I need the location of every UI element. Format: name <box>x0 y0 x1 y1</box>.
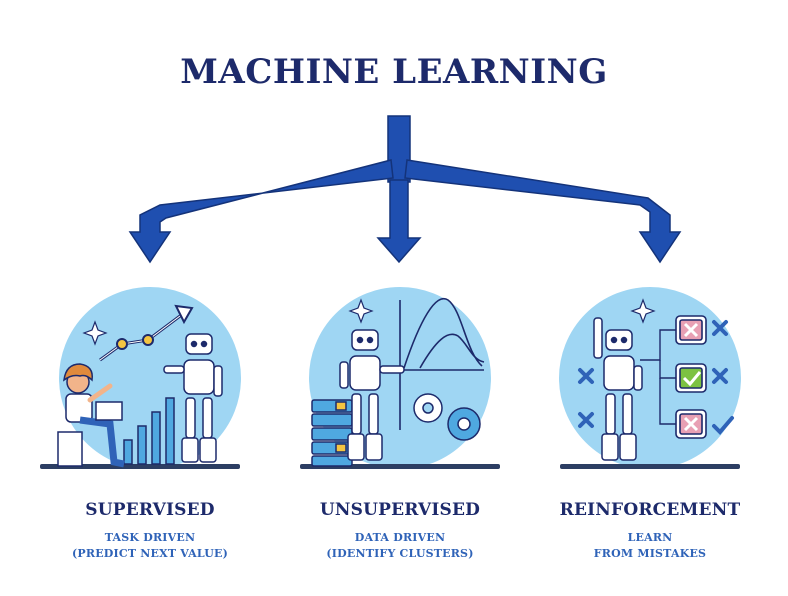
supervised-heading: SUPERVISED <box>85 500 215 520</box>
reinforcement-floor-line <box>560 464 740 469</box>
sparkle-icon <box>82 320 108 346</box>
supervised-robot <box>163 333 223 463</box>
diagram-title: MACHINE LEARNING <box>180 52 608 92</box>
supervised-line2: (PREDICT NEXT VALUE) <box>72 547 228 560</box>
gear-icon <box>447 407 481 441</box>
reinforcement-illustration <box>557 285 743 471</box>
reinforcement-description: LEARN FROM MISTAKES <box>530 530 770 562</box>
unsupervised-caption: UNSUPERVISED DATA DRIVEN (IDENTIFY CLUST… <box>280 500 520 562</box>
reinforcement-heading: REINFORCEMENT <box>559 500 741 520</box>
bar-chart <box>123 397 175 465</box>
gear-icon <box>413 393 443 423</box>
server-stack <box>311 399 353 467</box>
arrow-right-branch <box>404 159 682 264</box>
check-mark-icon <box>712 416 734 435</box>
arrow-left-branch <box>128 159 394 264</box>
supervised-floor-line <box>40 464 240 469</box>
supervised-illustration <box>40 285 243 471</box>
unsupervised-description: DATA DRIVEN (IDENTIFY CLUSTERS) <box>280 530 520 562</box>
trend-arrow <box>99 304 194 362</box>
unsupervised-line2: (IDENTIFY CLUSTERS) <box>326 547 474 560</box>
reinforcement-caption: REINFORCEMENT LEARN FROM MISTAKES <box>530 500 770 562</box>
supervised-description: TASK DRIVEN (PREDICT NEXT VALUE) <box>30 530 270 562</box>
reinforcement-robot <box>593 317 643 461</box>
person-figure <box>57 363 125 468</box>
reinforcement-line1: LEARN <box>627 531 673 544</box>
cross-box <box>675 315 707 345</box>
unsupervised-heading: UNSUPERVISED <box>319 500 481 520</box>
cross-box <box>675 409 707 439</box>
unsupervised-illustration <box>300 285 500 471</box>
supervised-caption: SUPERVISED TASK DRIVEN (PREDICT NEXT VAL… <box>30 500 270 562</box>
sparkle-icon <box>630 298 656 324</box>
x-mark-icon <box>578 320 728 428</box>
unsupervised-robot <box>339 329 405 461</box>
connector-lines <box>640 329 676 425</box>
arrow-center-branch <box>376 179 422 264</box>
unsupervised-line1: DATA DRIVEN <box>354 531 446 544</box>
reinforcement-line2: FROM MISTAKES <box>593 547 707 560</box>
supervised-line1: TASK DRIVEN <box>104 531 196 544</box>
sparkle-icon <box>348 298 374 324</box>
check-box <box>675 363 707 393</box>
branching-arrow <box>128 115 682 264</box>
